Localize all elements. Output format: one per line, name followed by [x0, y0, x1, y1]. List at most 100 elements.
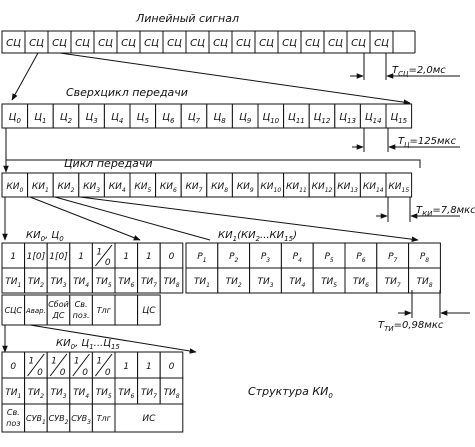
cycle-cell-10: [257, 172, 285, 198]
line-cell-label: СЦ: [29, 38, 44, 49]
ki0-c0-bit-4-fraction-denominator: 0: [105, 258, 111, 268]
supercycle-period-label: ТЦ=125мкс: [398, 136, 457, 149]
structure-caption: Структура КИ0: [248, 385, 333, 400]
ki1-15-bit-label: Р7: [388, 252, 397, 264]
ki0-c0-ti-7: [159, 267, 184, 294]
cycle-cell-label: КИ13: [337, 182, 358, 194]
ki0-c1-ti-label: ТИ2: [28, 388, 44, 400]
ki0-c1-ti-label: ТИ3: [50, 388, 66, 400]
supercycle-cell-label: Ц15: [390, 112, 407, 125]
supercycle-cell-8: [206, 103, 233, 129]
ki1-15-ti-1: [217, 267, 251, 294]
supercycle-cell-label: Ц11: [288, 112, 305, 125]
cycle-cell-label: КИ3: [83, 182, 100, 194]
cycle-cell-label: КИ4: [109, 182, 126, 194]
ki1-15-ti-label: ТИ5: [321, 277, 337, 289]
supercycle-cell-label: Ц10: [262, 112, 279, 125]
cycle-cell-label: КИ2: [58, 182, 75, 194]
cycle-cell-2: [52, 172, 80, 198]
ki0-c1-15-title: КИ0, Ц1...Ц15: [56, 338, 120, 351]
ki1-15-bit-label: Р5: [324, 252, 333, 264]
line-signal-title: Линейный сигнал: [135, 12, 239, 25]
ki1-15-ti-label: ТИ2: [226, 277, 242, 289]
ki1-15-ti-label: ТИ8: [416, 277, 432, 289]
ki0-c0-bit-4-fraction-slash: [95, 244, 113, 267]
ki0-c1-bit-4-fraction-numerator: 1: [96, 357, 102, 367]
supercycle-cell-5: [129, 103, 157, 129]
ki1-15-ti-0: [185, 267, 219, 294]
ki0-c0-ti-label: ТИ2: [28, 277, 44, 289]
supercycle-title: Сверхцикл передачи: [66, 86, 188, 99]
ki1-15-bit-label: Р8: [420, 252, 429, 264]
supercycle-cell-label: Ц2: [60, 112, 73, 125]
ki1-15-ti-label: ТИ4: [289, 277, 305, 289]
ki0-c0-ti-label: ТИ7: [141, 277, 157, 289]
ki0-c1-bit-value: 1: [146, 362, 152, 372]
ki0-c1-bit-1-fraction-denominator: 0: [37, 368, 43, 378]
supercycle-cell-label: Ц7: [188, 112, 201, 125]
cycle-cell-label: КИ7: [186, 182, 203, 194]
ki1-15-bit-label: Р1: [197, 252, 206, 264]
supercycle-cell-label: Ц5: [137, 112, 150, 125]
ki0-c0-func-label: Тлг: [97, 306, 112, 315]
ki0-c1-bit-3-fraction-numerator: 1: [74, 357, 80, 367]
cycle-cell-label: КИ6: [160, 182, 177, 194]
ki0-c0-bit-value: 1: [123, 252, 129, 262]
ki0-c0-ti-label: ТИ8: [163, 277, 179, 289]
supercycle-cell-7: [180, 103, 208, 129]
cycle-cell-label: КИ1: [32, 182, 49, 194]
ti-period-label: ТТИ=0,98мкс: [378, 320, 444, 333]
ki0-c0-func-label: Авар.: [25, 307, 46, 315]
supercycle-cell-15: [385, 103, 413, 129]
cycle-cell-label: КИ11: [286, 182, 307, 194]
line-signal-period-label: ТСЦ=2,0мс: [392, 65, 446, 78]
line-cell-label: СЦ: [282, 38, 297, 49]
cycle-cell-label: КИ8: [211, 182, 228, 194]
supercycle-cell-label: Ц8: [213, 112, 226, 125]
cycle-cell-6: [155, 172, 182, 198]
supercycle-cell-0: [1, 103, 29, 129]
ki0-c1-func-label: поз: [6, 419, 20, 428]
supercycle-cell-label: Ц6: [162, 112, 175, 125]
ki0-c0-bit-value: 0: [169, 252, 175, 262]
ki0-c1-ti-label: ТИ4: [73, 388, 89, 400]
ki0-c0-func-5: [114, 294, 139, 326]
supercycle-cell-2: [52, 103, 80, 129]
cycle-cell-label: КИ0: [6, 182, 23, 194]
ki1-15-bit-label: Р4: [293, 252, 302, 264]
ki1-15-ti-4: [312, 267, 346, 294]
ki0-c0-bit-value: 1[0]: [49, 252, 68, 262]
ki0-c0-bit-value: 1: [10, 252, 16, 262]
supercycle-cell-label: Ц13: [339, 112, 356, 125]
expand-ki1-right: [79, 196, 419, 242]
ki0-c0-func-label: поз.: [73, 311, 90, 320]
line-cell-label: СЦ: [6, 38, 21, 49]
ki0-c0-bit-value: 1: [146, 252, 152, 262]
line-cell-label: СЦ: [305, 38, 320, 49]
ki0-c1-ti-label: ТИ7: [141, 388, 157, 400]
supercycle-cell-label: Ц12: [314, 112, 331, 125]
expand-line-left: [11, 52, 39, 101]
ki1-15-ti-5: [344, 267, 378, 294]
supercycle-cell-label: Ц1: [34, 112, 46, 125]
ki0-c1-ti-label: ТИ6: [118, 388, 134, 400]
ki0-c0-func-label: Св.: [75, 300, 88, 309]
ki0-c0-bit-value: 1: [78, 252, 84, 262]
ki1-15-ti-label: ТИ7: [385, 277, 401, 289]
ki0-c0-ti-label: ТИ4: [73, 277, 89, 289]
ki0-c0-ti-label: ТИ5: [96, 277, 112, 289]
cycle-cell-15: [385, 172, 413, 198]
cycle-cell-label: КИ10: [260, 182, 281, 194]
cycle-cell-label: КИ9: [237, 182, 254, 194]
line-cell-label: СЦ: [236, 38, 251, 49]
ki1-15-bit-label: Р3: [261, 252, 270, 264]
ki0-c1-bit-4-fraction-denominator: 0: [105, 368, 111, 378]
ki0-c1-func-label: СУВ3: [71, 414, 91, 426]
line-cell-label: СЦ: [98, 38, 113, 49]
cycle-period-label: ТКИ=7,8мкс: [416, 205, 475, 218]
